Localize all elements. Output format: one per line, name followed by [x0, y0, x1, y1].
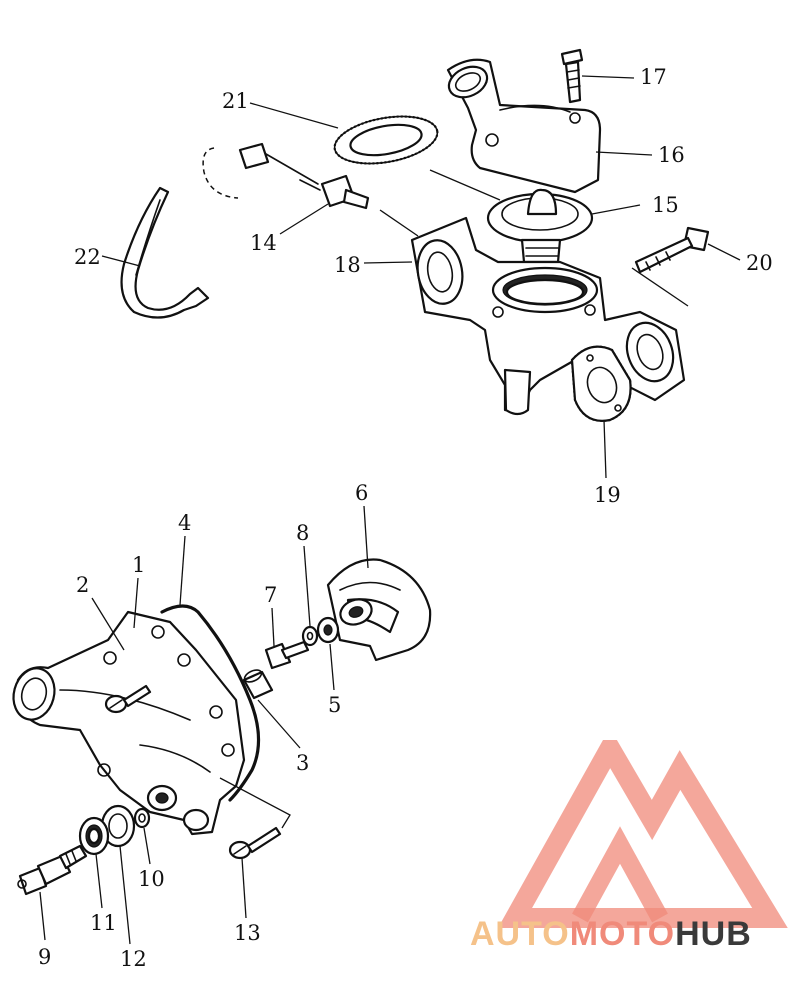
part-21-gasket [333, 115, 439, 165]
part-14-sensor [299, 174, 370, 210]
callout-7: 7 [264, 583, 277, 607]
part-6-impeller [326, 558, 432, 662]
callout-10: 10 [138, 867, 165, 891]
part-19-gasket [570, 345, 632, 422]
assembly-lines-upper [379, 169, 689, 307]
callout-4: 4 [178, 511, 191, 535]
part-11-oring [78, 816, 110, 856]
callout-9: 9 [38, 945, 51, 969]
part-4-gasket [160, 604, 261, 802]
callout-20: 20 [746, 251, 773, 275]
callout-15: 15 [652, 193, 679, 217]
callout-18: 18 [334, 253, 361, 277]
watermark-auto: AUTO [470, 915, 570, 953]
part-1-pump-housing [12, 610, 246, 836]
callout-12: 12 [120, 947, 147, 971]
watermark-moto: MOTO [569, 915, 676, 953]
part-2-screw [104, 684, 152, 714]
watermark-hub: HUB [675, 915, 752, 953]
part-7-bolt [264, 640, 310, 670]
callout-8: 8 [296, 521, 309, 545]
part-5-seal [316, 616, 340, 644]
callout-16: 16 [658, 143, 685, 167]
assembly-lines-lower [219, 777, 291, 829]
callout-1: 1 [132, 553, 145, 577]
part-17-bolt [560, 48, 584, 104]
part-3-bushing [242, 669, 274, 700]
part-15-thermostat [486, 188, 594, 264]
callout-19: 19 [594, 483, 621, 507]
watermark-text: AUTOMOTOHUB [470, 915, 752, 954]
part-10-washer [133, 807, 151, 829]
part-13-screw [228, 826, 282, 860]
callout-17: 17 [640, 65, 667, 89]
callout-2: 2 [76, 573, 89, 597]
part-8-washer [301, 625, 319, 647]
automotohub-logo-icon [497, 740, 788, 928]
part-9-drain-plug [17, 844, 88, 896]
part-20-bolt [634, 226, 710, 274]
callout-14: 14 [250, 231, 277, 255]
callout-labels: 1 2 3 4 5 6 7 8 9 10 11 12 13 14 15 16 1… [38, 65, 773, 971]
callout-6: 6 [355, 481, 368, 505]
callout-21: 21 [222, 89, 249, 113]
callout-5: 5 [328, 693, 341, 717]
callout-13: 13 [234, 921, 261, 945]
callout-leaders [39, 75, 741, 945]
part-22-wire [120, 142, 319, 319]
callout-11: 11 [90, 911, 117, 935]
part-16-housing-cover [446, 58, 602, 194]
callout-22: 22 [74, 245, 101, 269]
callout-3: 3 [296, 751, 309, 775]
